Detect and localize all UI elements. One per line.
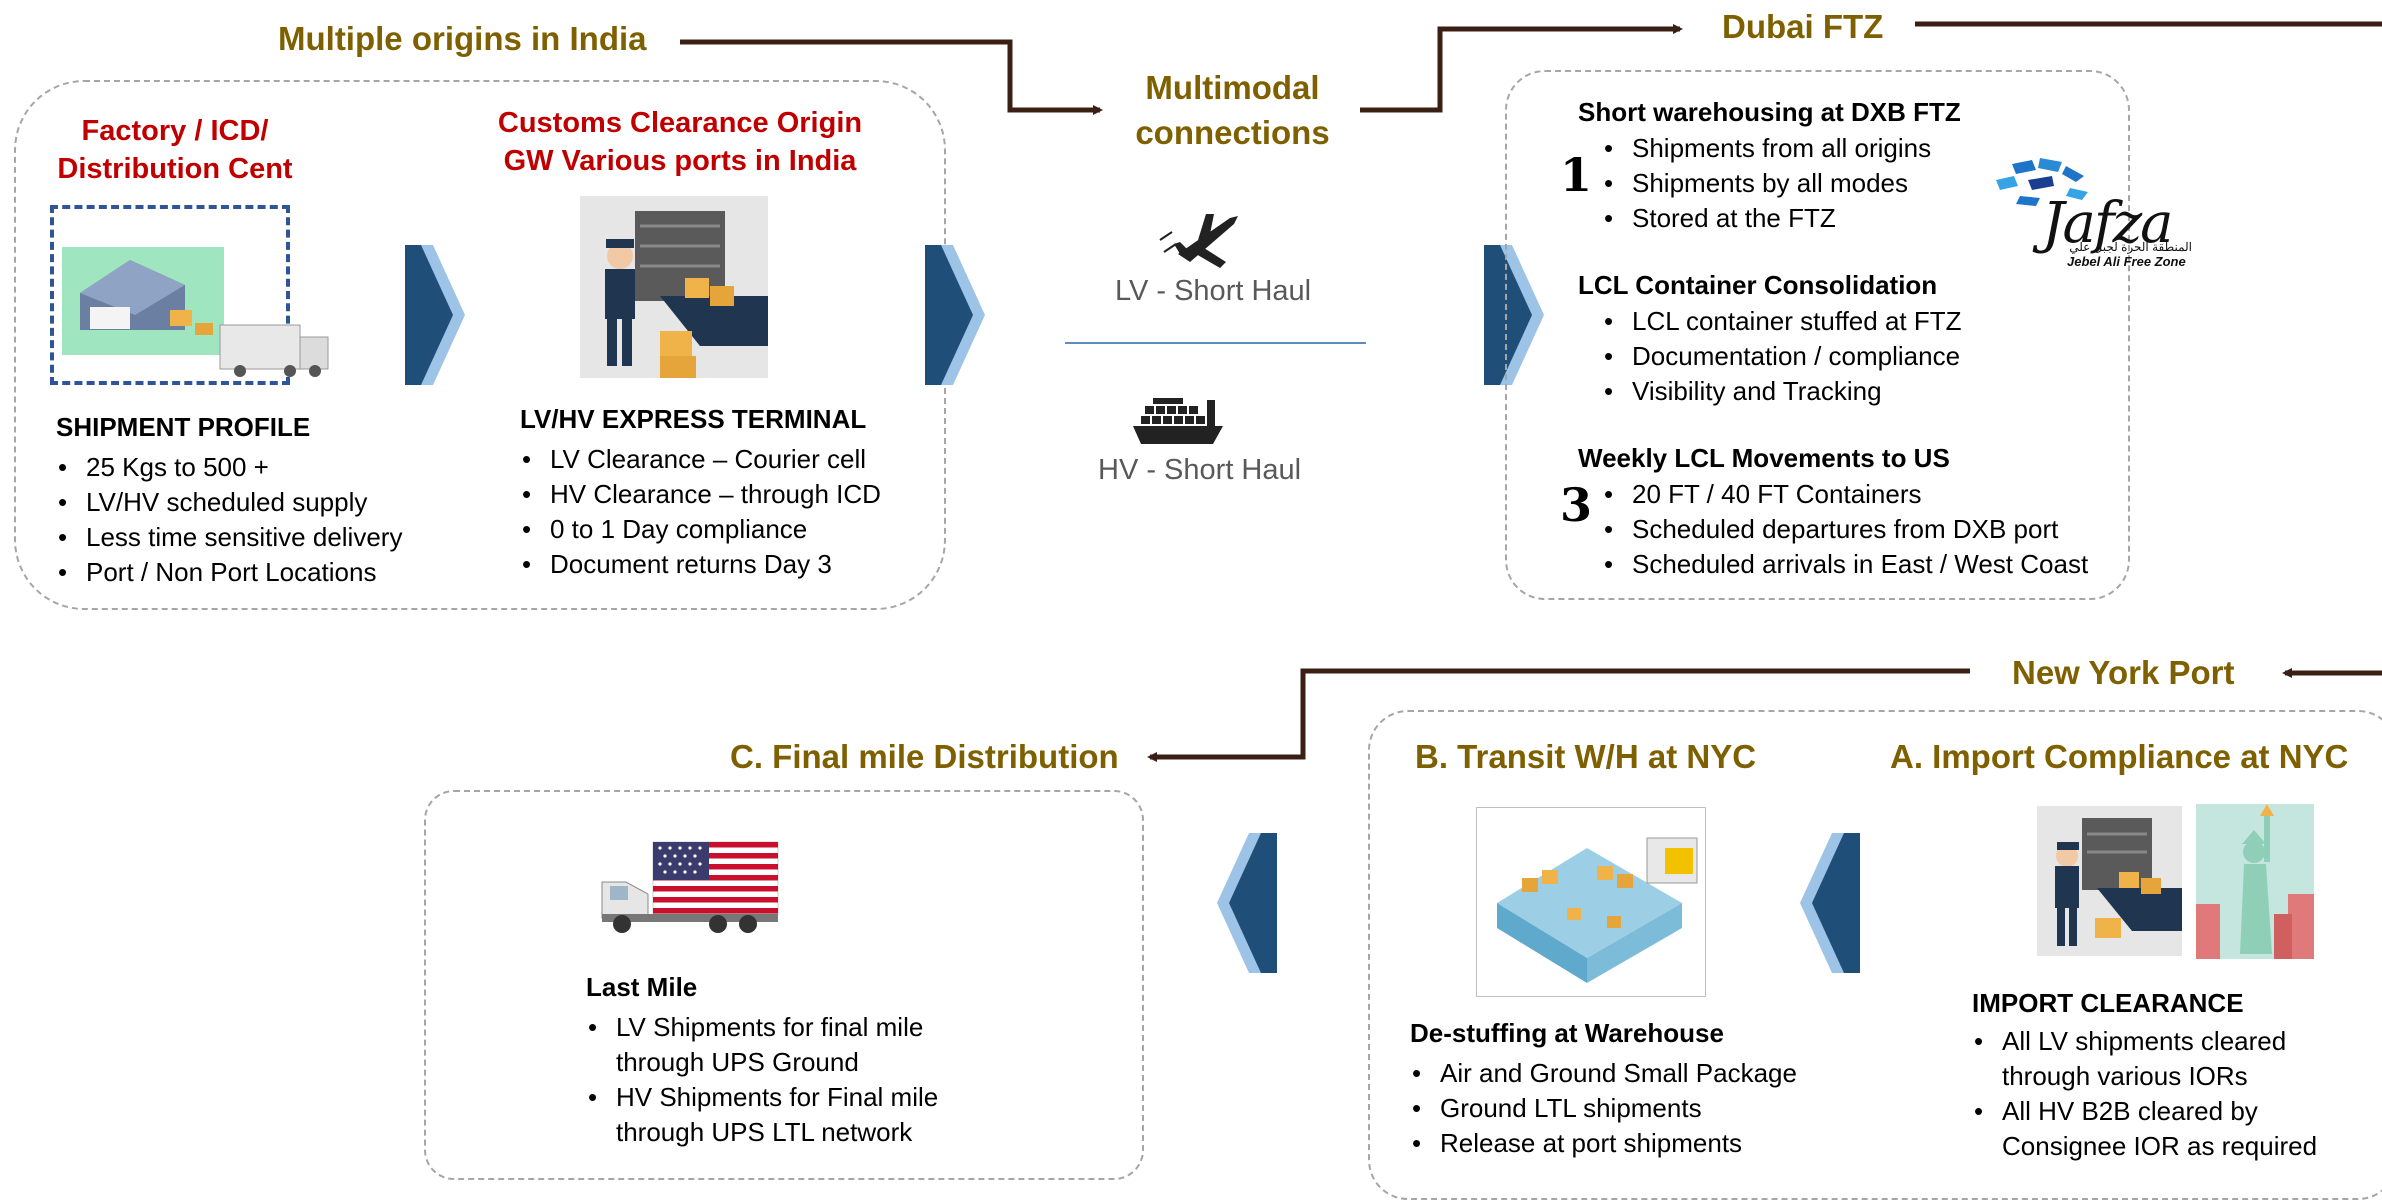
- list-item: All HV B2B cleared by Consignee IOR as r…: [1972, 1094, 2332, 1164]
- jafza-logo-text: Jafza: [2042, 191, 2173, 256]
- final-title: C. Final mile Distribution: [730, 738, 1119, 775]
- jafza-logo-arabic: المنطقة الحرة لجبل علي: [2069, 240, 2192, 254]
- import-title: A. Import Compliance at NYC: [1890, 738, 2349, 775]
- sea-label: HV - Short Haul: [1098, 454, 1302, 486]
- dubai-section-2-list: LCL container stuffed at FTZ Documentati…: [1602, 304, 2018, 409]
- jafza-logo-subtitle: Jebel Ali Free Zone: [2067, 254, 2186, 269]
- list-item: Shipments from all origins: [1602, 131, 1998, 166]
- customs-officer-illustration: [605, 211, 768, 378]
- last-mile-list: LV Shipments for final mile through UPS …: [586, 1010, 1006, 1150]
- list-item: Release at port shipments: [1410, 1126, 1810, 1161]
- dubai-section-3: Weekly LCL Movements to US 20 FT / 40 FT…: [1578, 441, 2118, 582]
- list-item: LV/HV scheduled supply: [56, 485, 456, 520]
- statue-of-liberty-image: [2196, 804, 2314, 959]
- destuffing-title: De-stuffing at Warehouse: [1410, 1018, 1724, 1048]
- dubai-section-2: LCL Container Consolidation LCL containe…: [1578, 268, 2018, 409]
- us-flag-truck-icon: [601, 841, 779, 933]
- list-item: Port / Non Port Locations: [56, 555, 456, 590]
- list-item: 25 Kgs to 500 +: [56, 450, 456, 485]
- warehouse-interior-illustration: [1497, 837, 1698, 983]
- express-terminal-list: LV Clearance – Courier cell HV Clearance…: [520, 442, 940, 582]
- shipment-profile: SHIPMENT PROFILE 25 Kgs to 500 + LV/HV s…: [56, 410, 456, 590]
- dubai-section-3-number: 3: [1560, 478, 1593, 532]
- last-mile: Last Mile LV Shipments for final mile th…: [586, 970, 1006, 1150]
- dubai-panel: [1505, 70, 2130, 600]
- import-clearance-list: All LV shipments cleared through various…: [1972, 1024, 2332, 1164]
- express-terminal: LV/HV EXPRESS TERMINAL LV Clearance – Co…: [520, 402, 940, 582]
- shipment-profile-title: SHIPMENT PROFILE: [56, 412, 311, 442]
- jafza-logo: Jafza المنطقة الحرة لجبل علي Jebel Ali F…: [1992, 158, 2207, 273]
- multimodal-title: Multimodal connections: [1135, 69, 1330, 151]
- jafza-logo-mark: [1996, 158, 2088, 206]
- list-item: Air and Ground Small Package: [1410, 1056, 1810, 1091]
- factory-image: [50, 205, 329, 385]
- express-terminal-title: LV/HV EXPRESS TERMINAL: [520, 404, 867, 434]
- list-item: Shipments by all modes: [1602, 166, 1998, 201]
- dubai-section-1-number: 1: [1560, 148, 1593, 202]
- origins-title: Multiple origins in India: [278, 20, 647, 57]
- destuffing: De-stuffing at Warehouse Air and Ground …: [1410, 1016, 1810, 1161]
- last-mile-title: Last Mile: [586, 972, 698, 1002]
- import-clearance-title: IMPORT CLEARANCE: [1972, 988, 2244, 1018]
- chevron-origin-2-icon: [925, 245, 985, 385]
- list-item: LV Clearance – Courier cell: [520, 442, 940, 477]
- dubai-section-3-title: Weekly LCL Movements to US: [1578, 443, 1950, 473]
- airplane-icon: [1159, 214, 1238, 268]
- arrow-origins-to-multimodal: [680, 39, 1103, 115]
- list-item: All LV shipments cleared through various…: [1972, 1024, 2332, 1094]
- dubai-section-2-title: LCL Container Consolidation: [1578, 270, 1938, 300]
- list-item: LV Shipments for final mile through UPS …: [586, 1010, 1006, 1080]
- import-customs-image: [2037, 806, 2182, 956]
- chevron-nyc-2-icon: [1217, 833, 1277, 973]
- dubai-title: Dubai FTZ: [1722, 8, 1884, 45]
- list-item: Document returns Day 3: [520, 547, 940, 582]
- arrow-multimodal-to-dubai: [1360, 24, 1683, 113]
- final-panel: [424, 790, 1144, 1180]
- factory-title: Factory / ICD/ Distribution Cent: [57, 115, 293, 185]
- dubai-section-1-title: Short warehousing at DXB FTZ: [1578, 97, 1961, 127]
- customs-officer-illustration: [2055, 818, 2182, 946]
- import-clearance: IMPORT CLEARANCE All LV shipments cleare…: [1972, 986, 2332, 1164]
- list-item: LCL container stuffed at FTZ: [1602, 304, 2018, 339]
- warehouse-illustration: [62, 247, 329, 377]
- statue-of-liberty-illustration: [2196, 804, 2314, 959]
- transit-title: B. Transit W/H at NYC: [1415, 738, 1757, 775]
- dubai-section-1: Short warehousing at DXB FTZ Shipments f…: [1578, 95, 1998, 236]
- list-item: 20 FT / 40 FT Containers: [1602, 477, 2118, 512]
- chevron-origin-1-icon: [405, 245, 465, 385]
- list-item: 0 to 1 Day compliance: [520, 512, 940, 547]
- shipment-profile-list: 25 Kgs to 500 + LV/HV scheduled supply L…: [56, 450, 456, 590]
- list-item: Documentation / compliance: [1602, 339, 2018, 374]
- ship-icon: [1133, 398, 1223, 444]
- list-item: Less time sensitive delivery: [56, 520, 456, 555]
- list-item: Scheduled departures from DXB port: [1602, 512, 2118, 547]
- list-item: Visibility and Tracking: [1602, 374, 2018, 409]
- list-item: HV Shipments for Final mile through UPS …: [586, 1080, 1006, 1150]
- customs-image: [580, 196, 768, 378]
- warehouse-interior-image: [1476, 807, 1706, 997]
- air-label: LV - Short Haul: [1115, 275, 1312, 307]
- dubai-section-3-list: 20 FT / 40 FT Containers Scheduled depar…: [1602, 477, 2118, 582]
- arrow-newyork-to-final: [1147, 668, 1970, 762]
- list-item: Scheduled arrivals in East / West Coast: [1602, 547, 2118, 582]
- list-item: Stored at the FTZ: [1602, 201, 1998, 236]
- chevron-nyc-1-icon: [1800, 833, 1860, 973]
- dubai-section-1-list: Shipments from all origins Shipments by …: [1602, 131, 1998, 236]
- list-item: Ground LTL shipments: [1410, 1091, 1810, 1126]
- customs-title: Customs Clearance Origin GW Various port…: [497, 107, 863, 177]
- newyork-title: New York Port: [2012, 654, 2235, 691]
- chevron-multimodal-icon: [1484, 245, 1544, 385]
- list-item: HV Clearance – through ICD: [520, 477, 940, 512]
- destuffing-list: Air and Ground Small Package Ground LTL …: [1410, 1056, 1810, 1161]
